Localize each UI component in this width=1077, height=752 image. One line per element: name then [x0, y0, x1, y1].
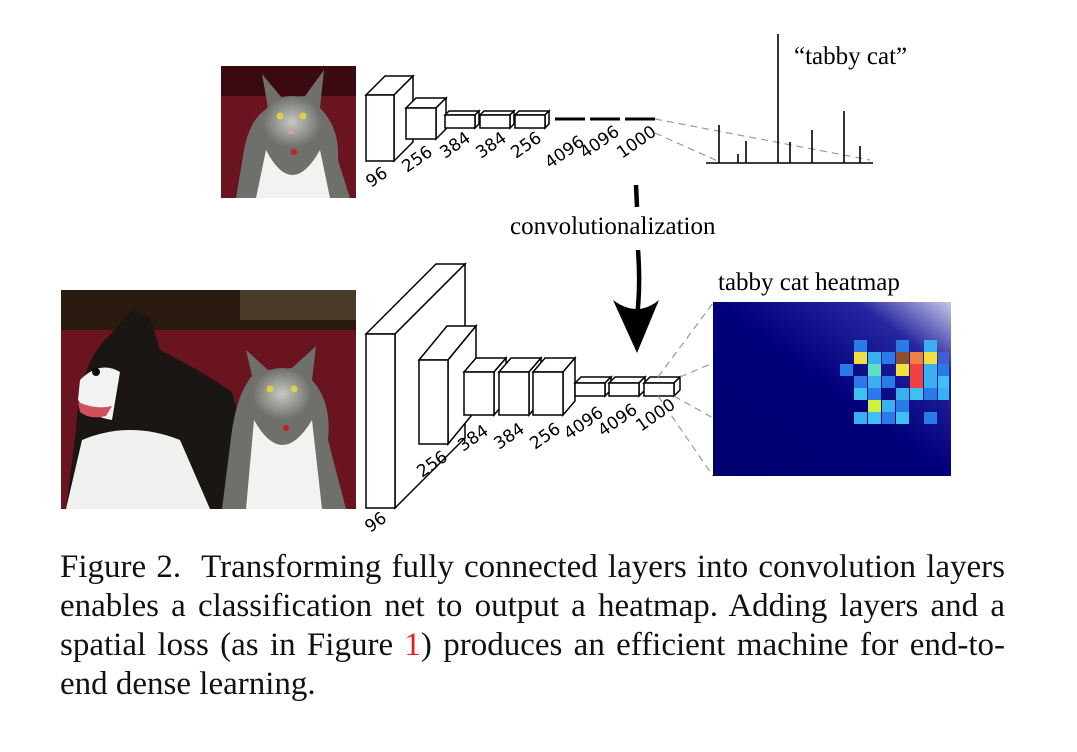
- figure-label: Figure 2.: [60, 549, 182, 585]
- heatmap-cells: [840, 340, 949, 424]
- top-label-256b: 256: [507, 128, 545, 163]
- top-layer-384b: [478, 109, 516, 130]
- convolutionalization-arrow: [613, 184, 659, 353]
- bottom-layer-256b: [531, 355, 577, 418]
- heatmap-title: tabby cat heatmap: [718, 269, 900, 296]
- top-layer-384a: [443, 109, 481, 130]
- bottom-label-256b: 256: [526, 419, 564, 454]
- bottom-label-96: 96: [361, 508, 390, 537]
- convolutionalization-label: convolutionalization: [510, 213, 716, 240]
- input-photo-dog-and-cat: [61, 290, 356, 509]
- bottom-layer-1000: [642, 375, 682, 398]
- top-label-4096b: 4096: [576, 122, 623, 163]
- top-layer-256b: [513, 109, 551, 130]
- bottom-layer-4096b: [607, 375, 647, 398]
- caption-text-before-ref: Transforming fully connected layers into…: [60, 549, 1005, 663]
- bottom-label-1000: 1000: [632, 395, 679, 436]
- top-layer-256: [404, 96, 448, 141]
- figure-reference-link[interactable]: 1: [404, 627, 421, 663]
- figure-caption: Figure 2.Transforming fully connected la…: [60, 548, 1005, 704]
- figure-diagram: 96 256 384 384 256 4096 4096 1000 “tabby…: [61, 34, 951, 537]
- bottom-dashed-projection: [657, 302, 714, 477]
- top-network: [364, 74, 551, 163]
- output-label-tabby-cat: “tabby cat”: [794, 43, 907, 70]
- heatmap: [713, 302, 951, 476]
- bottom-network: [364, 262, 682, 510]
- top-dashed-projection: [654, 118, 871, 163]
- output-class-scores: [706, 34, 873, 164]
- bottom-label-384b: 384: [490, 419, 528, 454]
- caption-text-after-ref: ) produces an efficient machine for end-…: [60, 627, 1005, 702]
- top-label-384b: 384: [472, 128, 510, 163]
- bottom-layer-4096a: [573, 375, 613, 398]
- top-label-96: 96: [362, 163, 391, 192]
- top-label-1000: 1000: [613, 122, 660, 163]
- input-photo-cat: [221, 66, 356, 198]
